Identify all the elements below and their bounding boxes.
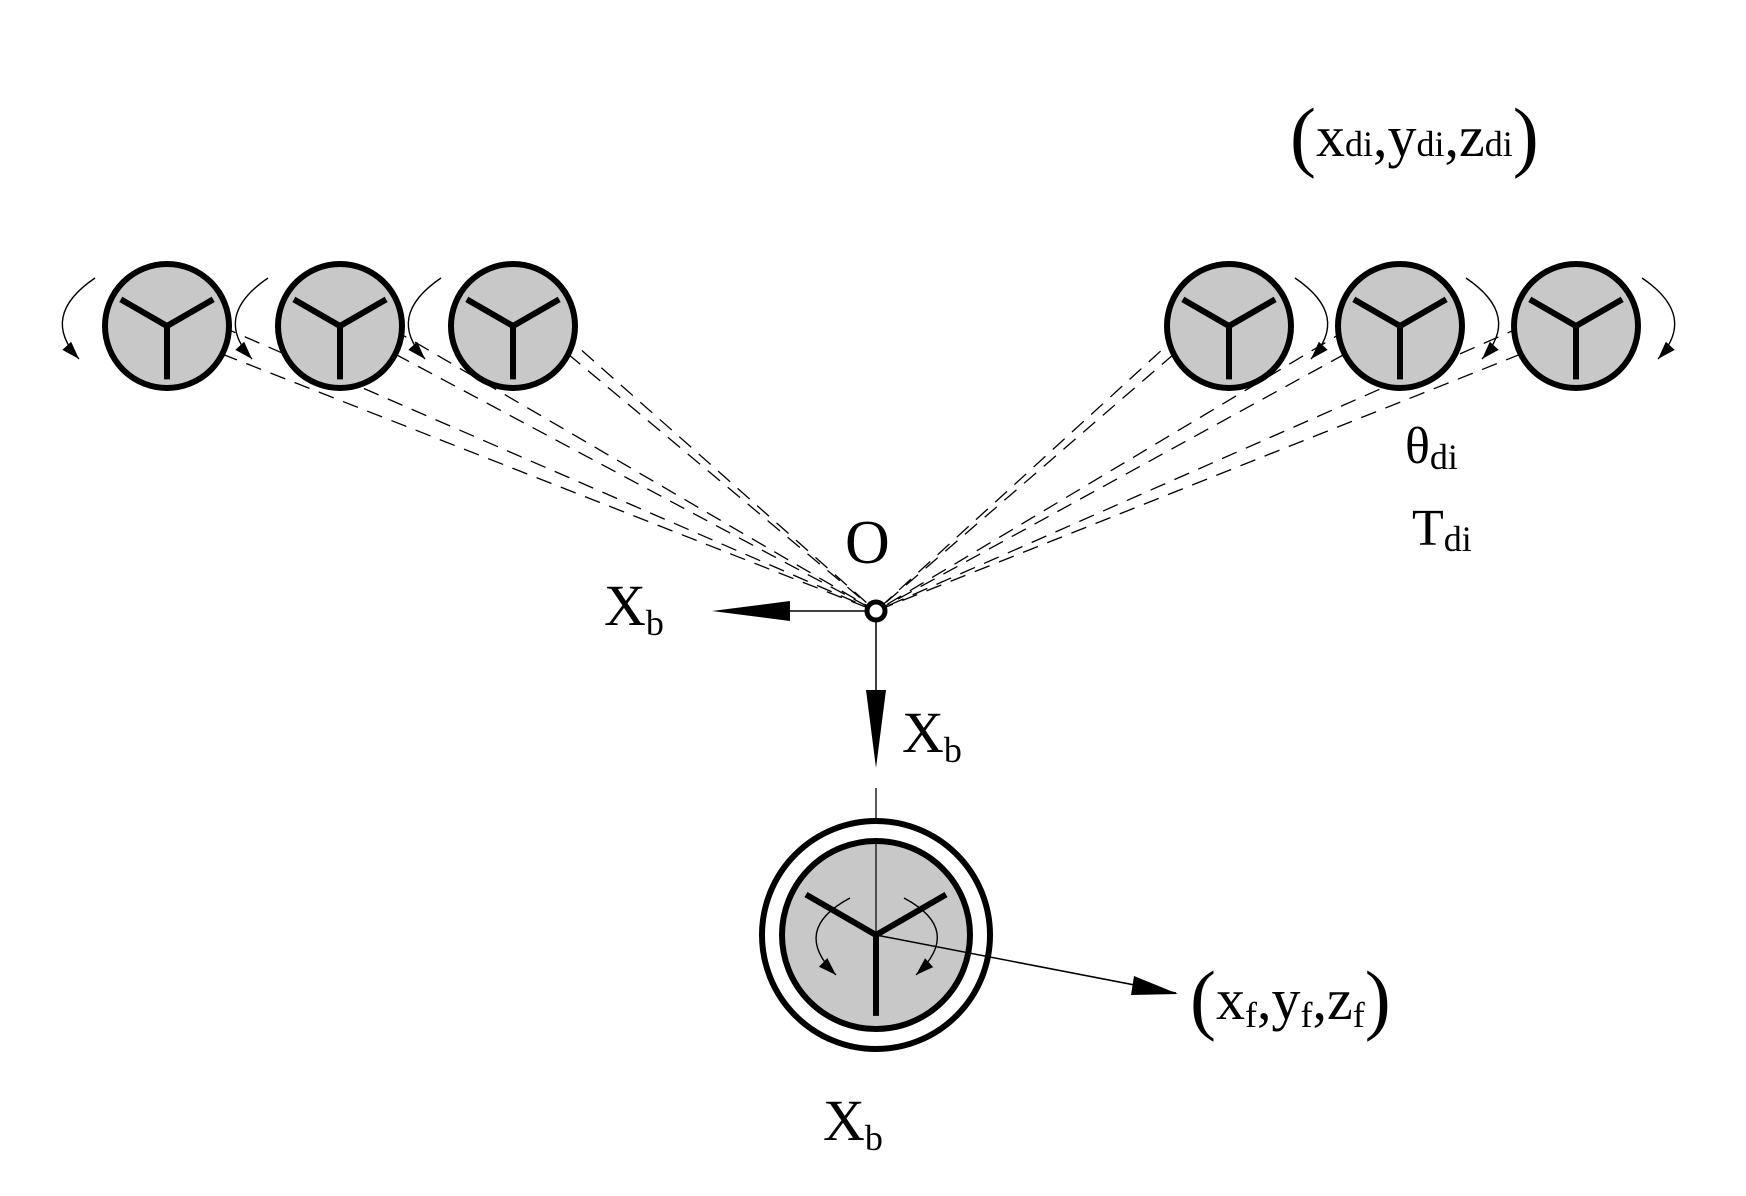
rotor-right-3 bbox=[1511, 261, 1641, 391]
three-arm-rotor-icon bbox=[119, 296, 215, 380]
axis-left-arrowhead bbox=[712, 601, 790, 621]
dashed-line bbox=[221, 353, 877, 612]
origin-marker bbox=[864, 599, 888, 623]
curved-arrow-icon bbox=[61, 277, 96, 360]
axis-down-arrowhead bbox=[866, 690, 886, 768]
three-arm-rotor-icon bbox=[804, 891, 948, 1016]
drone-position-label: (xdi,ydi,zdi) bbox=[1290, 92, 1539, 179]
dashed-line bbox=[875, 353, 1346, 612]
curved-arrow-icon bbox=[234, 277, 269, 360]
dashed-line bbox=[196, 315, 877, 612]
bottom-label: Xb bbox=[823, 1088, 883, 1158]
dashed-line bbox=[369, 315, 877, 612]
three-arm-rotor-icon bbox=[292, 296, 388, 380]
focal-position-label: (xf,yf,zf) bbox=[1190, 955, 1391, 1042]
three-arm-rotor-icon bbox=[1528, 296, 1624, 380]
rotor-left-1 bbox=[102, 261, 232, 391]
focal-line bbox=[875, 934, 1177, 994]
dashed-line bbox=[542, 315, 877, 612]
dashed-line bbox=[394, 353, 877, 612]
rotor-group bbox=[61, 261, 1676, 1052]
focal-arrow bbox=[875, 934, 1178, 995]
dashed-line bbox=[875, 315, 1200, 612]
dashed-line bbox=[875, 315, 1547, 612]
focal-arrowhead bbox=[1131, 976, 1178, 995]
curved-arrow-icon bbox=[407, 277, 442, 360]
rotor-right-1 bbox=[1164, 261, 1294, 391]
dashed-line bbox=[875, 315, 1371, 612]
curved-arrow-icon bbox=[1294, 277, 1329, 360]
axis-down-label: Xb bbox=[902, 700, 962, 770]
curved-arrow-icon bbox=[1641, 277, 1676, 360]
theta-label: θdi bbox=[1405, 418, 1458, 477]
curved-arrow-icon bbox=[1465, 277, 1500, 360]
rotor-left-3 bbox=[448, 261, 578, 391]
dashed-lines-to-origin bbox=[196, 315, 1547, 612]
axis-left-label: Xb bbox=[604, 573, 664, 643]
three-arm-rotor-icon bbox=[1352, 296, 1448, 380]
rotor-right-2 bbox=[1335, 261, 1465, 391]
curved-arrow-icon bbox=[815, 897, 851, 976]
three-arm-rotor-icon bbox=[465, 296, 561, 380]
three-arm-rotor-icon bbox=[1181, 296, 1277, 380]
dashed-line bbox=[875, 353, 1175, 612]
dashed-line bbox=[875, 353, 1522, 612]
dashed-line bbox=[567, 353, 877, 612]
origin-label: O bbox=[845, 509, 890, 577]
rotor-left-2 bbox=[275, 261, 405, 391]
torque-label: Tdi bbox=[1412, 500, 1472, 559]
curved-arrow-icon bbox=[903, 897, 939, 976]
